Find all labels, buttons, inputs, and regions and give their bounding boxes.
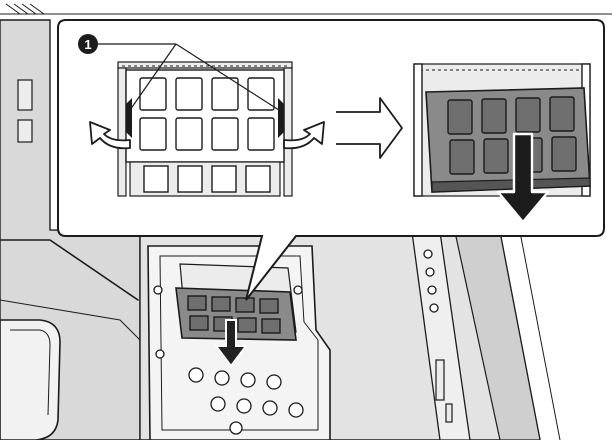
step-arrow-icon bbox=[336, 97, 403, 159]
callout-leaders bbox=[98, 43, 283, 113]
release-arrow-right-icon bbox=[283, 121, 325, 150]
release-arrow-left-icon bbox=[89, 121, 131, 150]
memory-module-right bbox=[413, 63, 591, 197]
remove-arrow-icon bbox=[214, 319, 248, 368]
callout-badge: 1 bbox=[78, 34, 98, 54]
memory-module-left bbox=[117, 61, 293, 197]
callout-number: 1 bbox=[84, 37, 91, 52]
memory-compartment bbox=[147, 245, 331, 440]
remove-arrow-icon bbox=[496, 132, 550, 224]
